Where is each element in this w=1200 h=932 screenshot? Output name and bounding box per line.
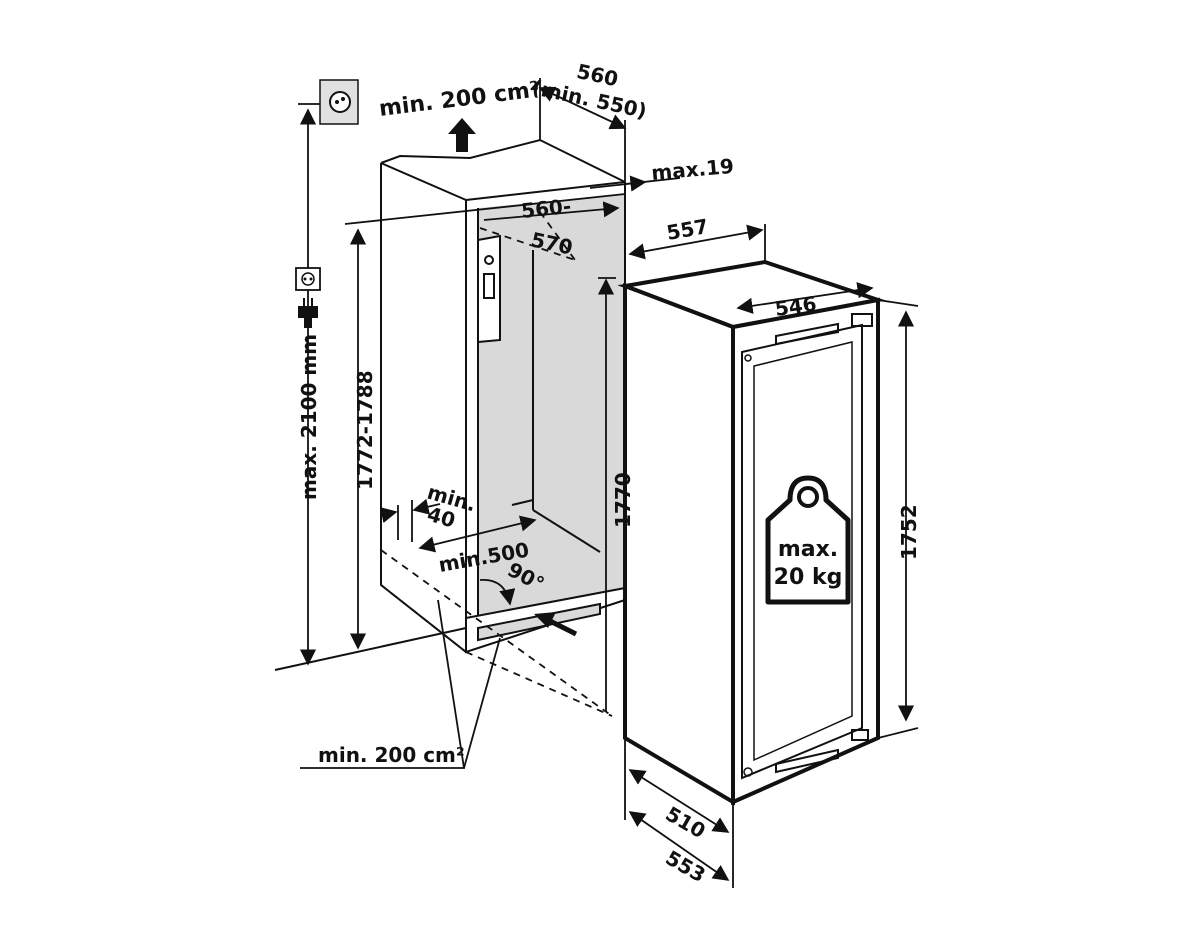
niche-cabinet	[380, 138, 626, 654]
niche-back-wall	[478, 194, 625, 616]
weight-label-line1: max.	[778, 537, 838, 562]
depth-553-label: 553	[662, 846, 710, 888]
panel-thickness-label: max.19	[650, 154, 734, 185]
dashed-guides	[380, 211, 613, 717]
weight-icon: max. 20 kg	[765, 475, 851, 605]
floor-line	[274, 627, 467, 671]
power-plug-icon	[298, 298, 318, 328]
niche-height-label: 1772-1788	[353, 370, 377, 490]
vent-bottom-label: min. 200 cm²	[318, 743, 465, 767]
hinge-bracket	[477, 234, 501, 344]
door-glass	[753, 341, 853, 762]
bottom-vent-grille	[477, 602, 601, 642]
inner-height-label: 1770	[611, 472, 635, 528]
depth-510-label: 510	[662, 802, 710, 844]
appliance-height-label: 1752	[897, 504, 921, 560]
vent-top-label: min. 200 cm²	[378, 77, 541, 121]
arrow-in-icon	[534, 612, 578, 637]
power-socket-icon	[295, 267, 321, 291]
appliance-width-label: 546	[773, 291, 818, 321]
total-height-label: max. 2100 mm	[297, 334, 321, 500]
door-frame	[741, 323, 863, 780]
arrow-up-icon	[448, 118, 476, 152]
weight-label-line2: 20 kg	[774, 565, 843, 590]
appliance-side	[623, 283, 735, 806]
ventilation-grille-icon	[319, 79, 359, 125]
dimension-lines	[298, 78, 919, 888]
inner-width-label-1: 560-	[520, 194, 572, 223]
